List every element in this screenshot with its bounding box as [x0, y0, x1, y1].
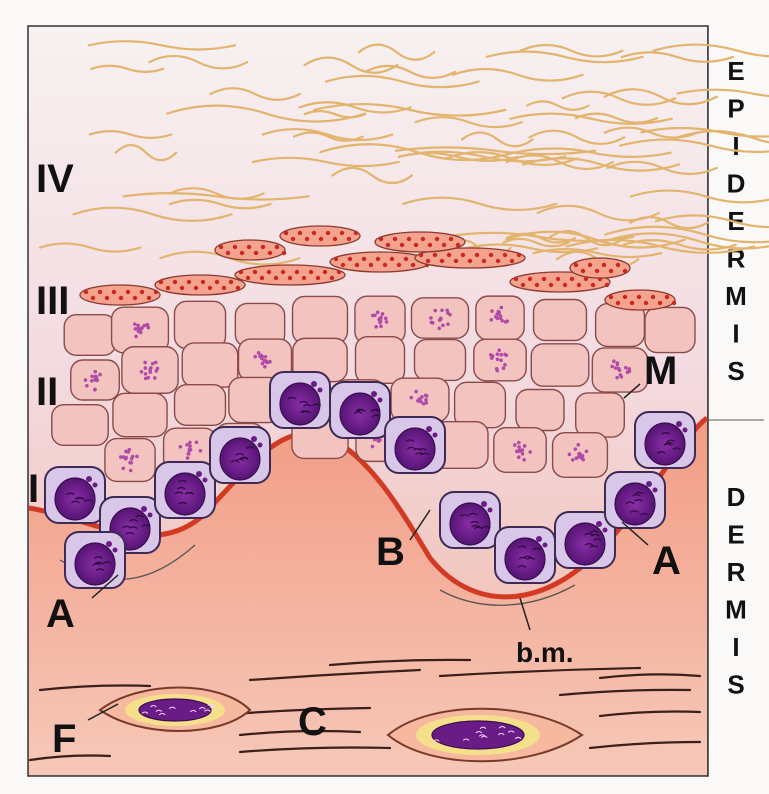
dermis-letter: M — [725, 595, 747, 625]
dermis-letter: D — [727, 482, 746, 512]
label-collagen: C — [298, 700, 327, 744]
label-a-left: A — [46, 592, 75, 636]
label-fibroblast: F — [52, 717, 76, 761]
dermis-letter: S — [727, 670, 744, 700]
epidermis-letter: I — [732, 319, 739, 349]
dermis-letter: R — [727, 557, 746, 587]
layer-label-iii: III — [36, 279, 69, 323]
layer-label-ii: II — [36, 370, 58, 414]
label-basement-membrane: b.m. — [516, 637, 574, 668]
dermis-letter: E — [727, 520, 744, 550]
epidermis-letter: D — [727, 169, 746, 199]
epidermis-letter: E — [727, 56, 744, 86]
layer-label-i: I — [28, 467, 39, 511]
label-a-right: A — [652, 539, 681, 583]
label-melanocyte: M — [644, 349, 677, 393]
epidermis-letter: P — [727, 94, 744, 124]
label-b: B — [376, 530, 405, 574]
epidermis-letter: M — [725, 281, 747, 311]
epidermis-letter: S — [727, 356, 744, 386]
layer-label-iv: IV — [36, 157, 74, 201]
dermis-letter: I — [732, 632, 739, 662]
